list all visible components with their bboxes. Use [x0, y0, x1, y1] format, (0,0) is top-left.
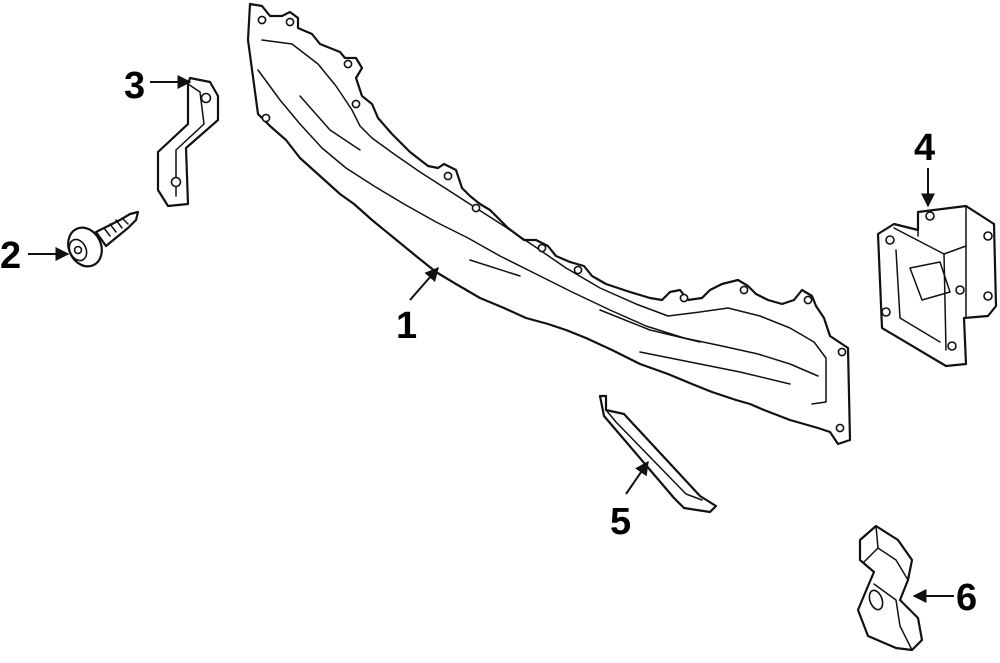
part-4-energy-absorber[interactable] — [876, 204, 998, 368]
part-1-reinforcement-beam[interactable] — [246, 2, 852, 446]
callout-6: 6 — [956, 577, 977, 619]
callout-labels: 1 2 3 4 5 6 — [0, 65, 977, 619]
callout-3: 3 — [124, 65, 145, 107]
callout-4: 4 — [914, 127, 935, 169]
leader-5 — [625, 460, 649, 495]
callout-5: 5 — [610, 501, 631, 543]
part-2-bolt[interactable] — [62, 210, 140, 272]
part-5-trim-strip[interactable] — [598, 394, 718, 514]
leader-1 — [409, 266, 439, 301]
part-6-small-bracket[interactable] — [856, 524, 924, 652]
part-3-bracket[interactable] — [156, 76, 220, 208]
callout-2: 2 — [0, 235, 21, 277]
callout-leaders — [28, 75, 954, 603]
callout-1: 1 — [396, 305, 417, 347]
